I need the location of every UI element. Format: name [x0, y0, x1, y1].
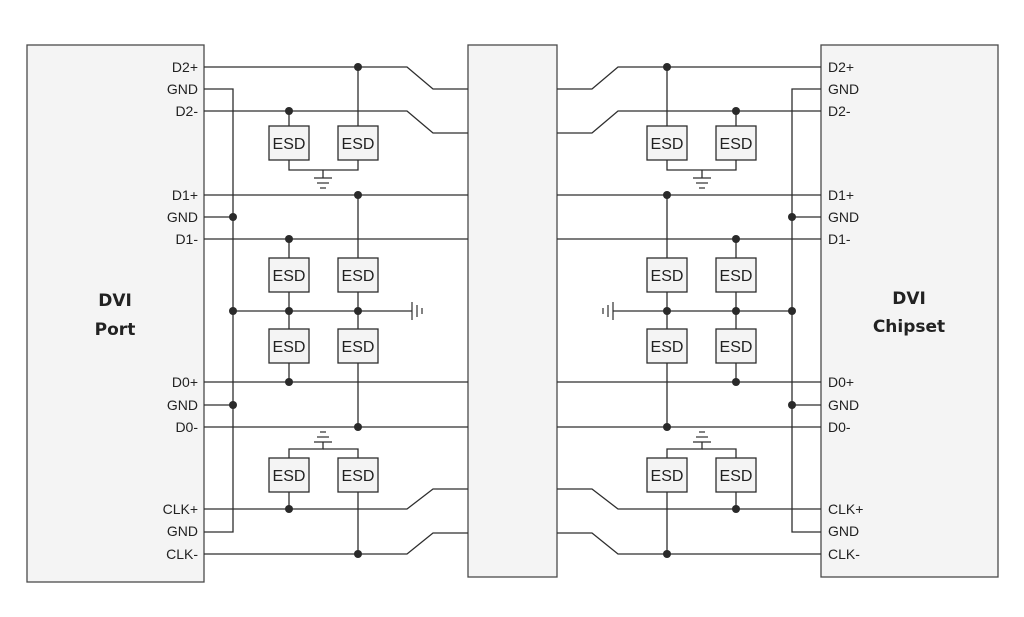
esd-right-mid-4: ESD: [715, 328, 757, 364]
esd-left-mid-4: ESD: [337, 328, 379, 364]
left-ground-symbol-top: [314, 177, 332, 189]
right-pin-d2p: D2+: [828, 59, 854, 75]
right-pin-d1p: D1+: [828, 187, 854, 203]
svg-text:ESD: ESD: [342, 339, 375, 356]
right-pin-d2m: D2-: [828, 103, 851, 119]
left-wiring: [204, 66, 468, 555]
svg-text:ESD: ESD: [342, 136, 375, 153]
esd-right-mid-2: ESD: [715, 257, 757, 293]
left-ground-symbol-middle: [411, 302, 423, 320]
left-pin-clkm: CLK-: [166, 546, 198, 562]
right-pin-clkm: CLK-: [828, 546, 860, 562]
svg-text:ESD: ESD: [720, 339, 753, 356]
esd-left-top-1: ESD: [268, 125, 310, 161]
esd-left-bottom-1: ESD: [268, 457, 310, 493]
right-pin-gnd2: GND: [828, 209, 859, 225]
esd-left-bottom-2: ESD: [337, 457, 379, 493]
right-pin-d0m: D0-: [828, 419, 851, 435]
svg-text:ESD: ESD: [273, 468, 306, 485]
left-pin-clkp: CLK+: [163, 501, 198, 517]
svg-text:ESD: ESD: [720, 136, 753, 153]
svg-text:ESD: ESD: [273, 268, 306, 285]
esd-right-bottom-2: ESD: [715, 457, 757, 493]
left-pin-gnd1: GND: [167, 81, 198, 97]
svg-text:ESD: ESD: [342, 268, 375, 285]
left-pin-d2m: D2-: [175, 103, 198, 119]
svg-text:ESD: ESD: [651, 468, 684, 485]
esd-right-top-2: ESD: [715, 125, 757, 161]
svg-text:ESD: ESD: [273, 339, 306, 356]
right-pin-d1m: D1-: [828, 231, 851, 247]
port-title-line2: Port: [95, 320, 136, 340]
left-pin-d1p: D1+: [172, 187, 198, 203]
left-ground-symbol-bottom: [314, 431, 332, 443]
cable-connector-box: [467, 44, 558, 578]
junction-dots: [229, 63, 796, 558]
port-title-line1: DVI: [98, 291, 132, 311]
left-pin-d0p: D0+: [172, 374, 198, 390]
esd-left-mid-2: ESD: [337, 257, 379, 293]
esd-right-mid-3: ESD: [646, 328, 688, 364]
right-ground-symbol-middle: [602, 302, 614, 320]
chipset-title-line1: DVI: [892, 289, 926, 309]
esd-right-bottom-1: ESD: [646, 457, 688, 493]
dvi-chipset-box: [820, 44, 999, 578]
left-pin-d2p: D2+: [172, 59, 198, 75]
right-pin-gnd4: GND: [828, 523, 859, 539]
left-pin-gnd3: GND: [167, 397, 198, 413]
right-ground-symbol-bottom: [693, 431, 711, 443]
esd-right-top-1: ESD: [646, 125, 688, 161]
svg-text:ESD: ESD: [720, 268, 753, 285]
left-pin-d0m: D0-: [175, 419, 198, 435]
svg-text:ESD: ESD: [720, 468, 753, 485]
esd-left-top-2: ESD: [337, 125, 379, 161]
right-pin-gnd3: GND: [828, 397, 859, 413]
svg-text:ESD: ESD: [342, 468, 375, 485]
left-pin-gnd2: GND: [167, 209, 198, 225]
right-wiring: [557, 66, 821, 555]
chipset-title-line2: Chipset: [873, 317, 945, 337]
svg-text:ESD: ESD: [651, 268, 684, 285]
svg-text:ESD: ESD: [651, 339, 684, 356]
dvi-port-box: [26, 44, 205, 583]
esd-right-mid-1: ESD: [646, 257, 688, 293]
esd-left-mid-1: ESD: [268, 257, 310, 293]
esd-left-mid-3: ESD: [268, 328, 310, 364]
left-pin-gnd4: GND: [167, 523, 198, 539]
right-ground-symbol-top: [693, 177, 711, 189]
svg-text:ESD: ESD: [273, 136, 306, 153]
right-pin-clkp: CLK+: [828, 501, 863, 517]
left-pin-d1m: D1-: [175, 231, 198, 247]
right-pin-d0p: D0+: [828, 374, 854, 390]
right-pin-gnd1: GND: [828, 81, 859, 97]
svg-text:ESD: ESD: [651, 136, 684, 153]
